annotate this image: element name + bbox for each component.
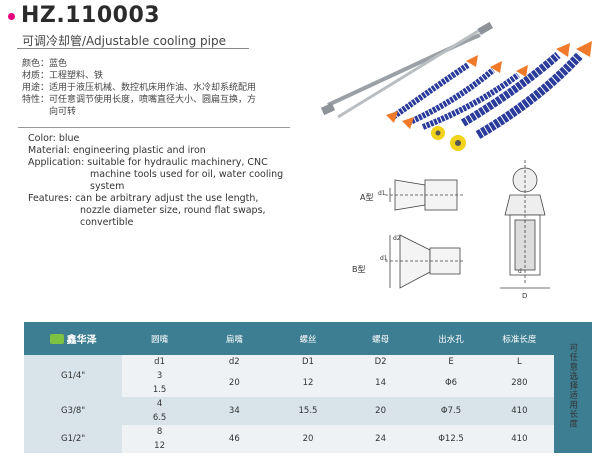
cell-d1: 3 bbox=[156, 371, 163, 381]
product-subtitle: 可调冷却管/Adjustable cooling pipe bbox=[22, 34, 226, 48]
cell-D1: 12 bbox=[302, 378, 314, 388]
en-spec-application: Application: suitable for hydraulic mach… bbox=[28, 157, 268, 168]
table-row: 3 20 12 14 Φ6 280 bbox=[24, 369, 592, 388]
label-d1-b: d1 bbox=[380, 255, 388, 262]
unit-d1: d1 bbox=[154, 357, 165, 367]
header-flat-nozzle: 扁嘴 bbox=[196, 322, 272, 355]
cn-spec-material: 材质：工程塑料、铁 bbox=[22, 71, 104, 81]
cell-E: Φ7.5 bbox=[440, 406, 462, 416]
type-a-nozzle bbox=[385, 179, 465, 211]
cell-d2: 34 bbox=[228, 406, 240, 416]
cell-E: Φ6 bbox=[444, 378, 458, 388]
unit-D2: D2 bbox=[374, 357, 387, 367]
bullet-dot bbox=[8, 13, 15, 20]
cn-spec-color: 颜色：蓝色 bbox=[22, 59, 68, 69]
cell-D1: 15.5 bbox=[298, 406, 318, 416]
brand-name: 鑫华泽 bbox=[66, 335, 97, 346]
side-note: 可任意选择适用长度 bbox=[567, 343, 578, 429]
model-code: HZ.110003 bbox=[21, 3, 161, 28]
cell-D2: 24 bbox=[375, 434, 386, 444]
cell-L: 410 bbox=[511, 434, 528, 444]
label-d: d bbox=[518, 268, 522, 275]
cell-d1: 8 bbox=[156, 427, 163, 437]
blue-segmented-pipes bbox=[391, 51, 584, 139]
metal-pipe-long bbox=[327, 33, 481, 107]
header-nut: 螺母 bbox=[344, 322, 417, 355]
cell-L: 410 bbox=[511, 406, 528, 416]
table-row: G1/2" 8 46 20 24 Φ12.5 410 bbox=[24, 425, 592, 453]
unit-d2: d2 bbox=[228, 357, 240, 367]
cell-d1: 6.5 bbox=[152, 413, 167, 423]
header-round-nozzle: 圆嘴 bbox=[122, 322, 197, 355]
thread-cell: G3/8" bbox=[24, 397, 123, 425]
table-units-row: G1/4" d1 d2 D1 D2 E L bbox=[24, 355, 592, 397]
header-screw: 螺丝 bbox=[271, 322, 345, 355]
en-spec-features: Features: can be arbitrary adjust the us… bbox=[28, 193, 259, 204]
section-divider bbox=[18, 127, 290, 128]
header-outlet: 出水孔 bbox=[416, 322, 486, 355]
table-row: G3/8" 4 34 15.5 20 Φ7.5 410 bbox=[24, 397, 592, 425]
cell-D2: 20 bbox=[375, 406, 386, 416]
yellow-fittings bbox=[431, 126, 466, 151]
cell-D2: 14 bbox=[375, 378, 386, 388]
cell-d2: 20 bbox=[228, 378, 240, 388]
label-d2: d2 bbox=[393, 235, 401, 242]
en-spec-color: Color: blue bbox=[28, 133, 80, 144]
thread-cell: G1/2" bbox=[24, 425, 123, 453]
cell-d1: 12 bbox=[154, 441, 165, 451]
joint-cross-section bbox=[500, 160, 550, 289]
cn-spec-features: 特性：可任意调节使用长度，喷嘴直径大小、圆扁互换，方 bbox=[22, 95, 257, 105]
label-type-a: A型 bbox=[360, 193, 373, 202]
metal-pipe-2 bbox=[337, 23, 489, 119]
unit-E: E bbox=[448, 357, 454, 367]
label-D: D bbox=[522, 292, 527, 300]
cell-d1: 1.5 bbox=[152, 385, 167, 395]
cell-d1: 4 bbox=[156, 399, 163, 409]
en-spec-material: Material: engineering plastic and iron bbox=[28, 145, 206, 156]
cell-E: Φ12.5 bbox=[438, 434, 464, 444]
type-b-nozzle bbox=[385, 234, 465, 289]
cn-spec-features-cont: 向可转 bbox=[22, 107, 77, 117]
en-spec-application-3: system bbox=[90, 181, 125, 192]
label-type-b: B型 bbox=[352, 265, 366, 274]
en-spec-features-2: nozzle diameter size, round flat swaps, bbox=[80, 205, 266, 216]
cell-D1: 20 bbox=[302, 434, 314, 444]
cell-d2: 46 bbox=[228, 434, 240, 444]
table-header-row: 鑫华泽 圆嘴 扁嘴 螺丝 螺母 出水孔 标准长度 可任意选择适用长度 bbox=[24, 322, 592, 453]
en-spec-features-3: convertible bbox=[80, 217, 134, 228]
metal-pipe-end-fitting bbox=[320, 102, 336, 116]
spec-table: 鑫华泽 圆嘴 扁嘴 螺丝 螺母 出水孔 标准长度 可任意选择适用长度 G1/4"… bbox=[24, 322, 592, 453]
unit-L: L bbox=[516, 357, 522, 367]
cell-L: 280 bbox=[511, 378, 528, 388]
cn-spec-application: 用途：适用于液压机械、数控机床用作油、水冷却系统配用 bbox=[22, 83, 257, 93]
en-spec-application-2: machine tools used for oil, water coolin… bbox=[90, 169, 284, 180]
brand-logo-icon bbox=[49, 333, 64, 344]
brand-logo-cell: 鑫华泽 bbox=[24, 322, 123, 355]
product-photo bbox=[320, 21, 592, 151]
orange-nozzles bbox=[386, 41, 592, 129]
title-divider bbox=[17, 48, 249, 49]
metal-pipe-fitting bbox=[477, 21, 494, 35]
unit-D1: D1 bbox=[302, 357, 314, 367]
label-d1-a: d1 bbox=[378, 190, 386, 197]
side-note-cell: 可任意选择适用长度 bbox=[553, 322, 592, 453]
thread-cell: G1/4" bbox=[24, 355, 123, 397]
header-standard-length: 标准长度 bbox=[485, 322, 554, 355]
technical-diagram: A型 d1 B型 d1 d2 d D bbox=[352, 160, 550, 300]
